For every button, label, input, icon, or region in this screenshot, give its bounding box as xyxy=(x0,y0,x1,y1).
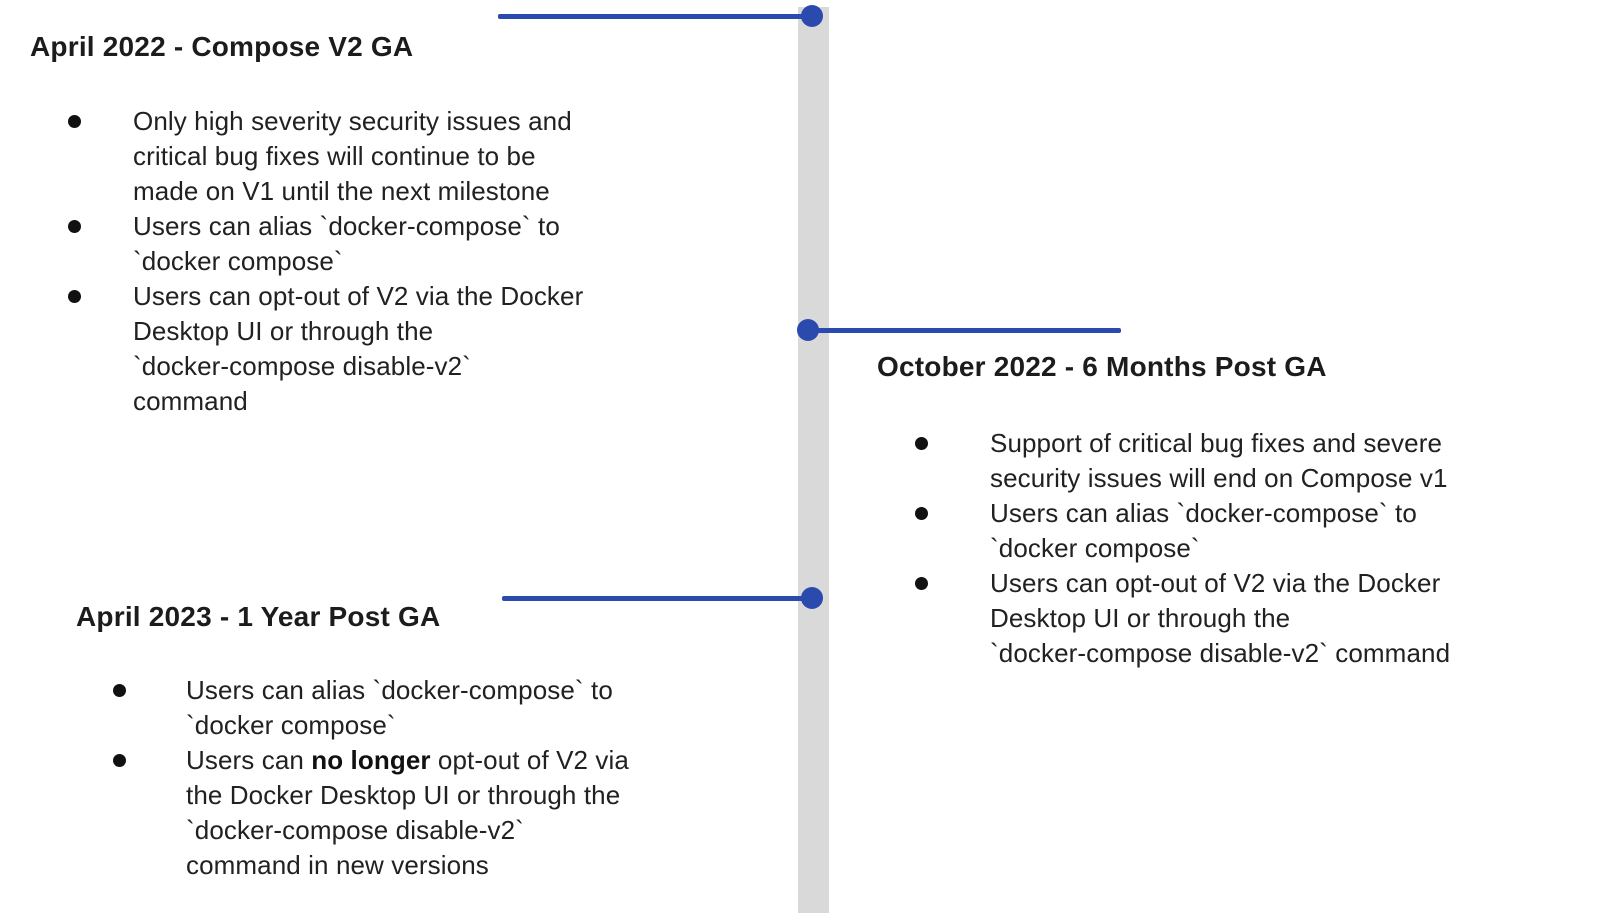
milestone-title-april-2022: April 2022 - Compose V2 GA xyxy=(30,31,414,62)
milestone-title-october-2022: October 2022 - 6 Months Post GA xyxy=(877,351,1327,382)
bullet-marker-icon xyxy=(915,507,928,520)
list-item: Users can alias `docker-compose` to`dock… xyxy=(68,209,708,279)
bullet-marker-icon xyxy=(68,115,81,128)
bullet-marker-icon xyxy=(915,577,928,590)
milestone-connector-april-2023 xyxy=(502,596,812,601)
list-item: Users can alias `docker-compose` to`dock… xyxy=(113,673,763,743)
bullet-marker-icon xyxy=(915,437,928,450)
list-item: Support of critical bug fixes and severe… xyxy=(915,426,1575,496)
timeline-dot-october-2022 xyxy=(797,319,819,341)
bullet-text: Users can alias `docker-compose` to`dock… xyxy=(990,498,1417,563)
timeline-dot-april-2022 xyxy=(801,5,823,27)
bullet-marker-icon xyxy=(113,754,126,767)
bullet-marker-icon xyxy=(68,220,81,233)
milestone-connector-april-2022 xyxy=(498,14,812,19)
timeline-dot-april-2023 xyxy=(801,587,823,609)
bullet-text: Support of critical bug fixes and severe… xyxy=(990,428,1448,493)
bullet-list-april-2023: Users can alias `docker-compose` to`dock… xyxy=(113,673,763,883)
timeline-bar xyxy=(798,7,829,913)
list-item: Users can alias `docker-compose` to`dock… xyxy=(915,496,1575,566)
milestone-connector-october-2022 xyxy=(808,328,1121,333)
bullet-text: Users can alias `docker-compose` to`dock… xyxy=(133,211,560,276)
bullet-text: Users can alias `docker-compose` to`dock… xyxy=(186,675,613,740)
bullet-marker-icon xyxy=(113,684,126,697)
bullet-list-october-2022: Support of critical bug fixes and severe… xyxy=(915,426,1575,671)
bullet-marker-icon xyxy=(68,290,81,303)
milestone-title-april-2023: April 2023 - 1 Year Post GA xyxy=(76,601,441,632)
